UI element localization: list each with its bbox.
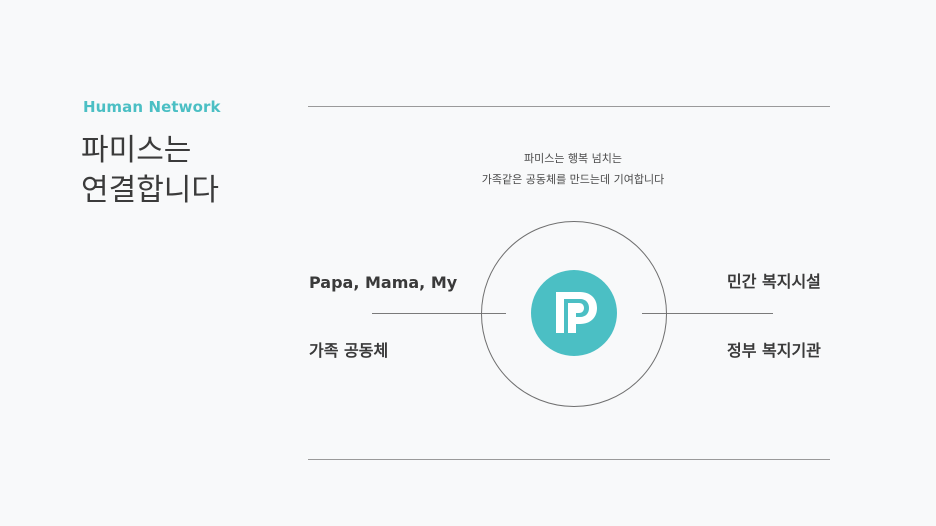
tagline-line-1: 파미스는 행복 넘치는: [523, 152, 623, 165]
label-government-welfare-agency: 정부 복지기관: [727, 341, 821, 360]
bottom-divider: [308, 459, 830, 460]
label-private-welfare-facility: 민간 복지시설: [727, 272, 821, 291]
section-eyebrow: Human Network: [83, 98, 221, 116]
label-family-members: Papa, Mama, My: [309, 273, 458, 292]
page-title-line-2: 연결합니다: [81, 173, 219, 208]
network-circle: [481, 221, 667, 407]
pamis-p-logo-icon: [531, 270, 617, 356]
tagline: 파미스는 행복 넘치는 가족같은 공동체를 만드는데 기여합니다: [408, 148, 738, 190]
label-family-community: 가족 공동체: [309, 341, 389, 360]
top-divider: [308, 106, 830, 107]
left-connector-line: [372, 313, 506, 314]
right-connector-line: [642, 313, 773, 314]
tagline-line-2: 가족같은 공동체를 만드는데 기여합니다: [481, 173, 665, 186]
page-title-line-1: 파미스는: [81, 133, 192, 168]
page-title: 파미스는 연결합니다: [81, 131, 219, 211]
